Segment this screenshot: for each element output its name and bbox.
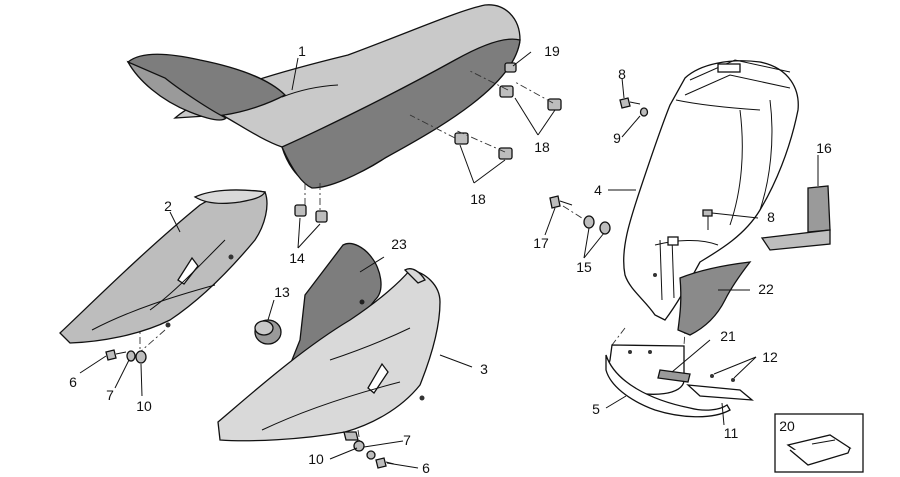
callout-22: 22 xyxy=(758,281,774,297)
cover-part-22 xyxy=(677,261,752,336)
callout-labels: 1 2 3 4 5 6 6 7 7 8 8 9 10 10 11 12 13 1… xyxy=(69,43,832,476)
callout-12: 12 xyxy=(762,349,778,365)
callout-14: 14 xyxy=(289,250,305,266)
fastener-set-fender xyxy=(549,97,713,235)
callout-8-top: 8 xyxy=(618,66,626,82)
callout-3: 3 xyxy=(480,361,488,377)
callout-8-right: 8 xyxy=(767,209,775,225)
callout-7-bottom: 7 xyxy=(403,432,411,448)
seat-part-1 xyxy=(126,4,521,189)
callout-16: 16 xyxy=(816,140,832,156)
rear-fender-part-4 xyxy=(623,59,799,321)
callout-10-bottom: 10 xyxy=(308,451,324,467)
plug-part-13 xyxy=(254,319,282,345)
callout-17: 17 xyxy=(533,235,549,251)
fastener-set-left xyxy=(105,349,147,364)
callout-6-left: 6 xyxy=(69,374,77,390)
callout-18-top: 18 xyxy=(534,139,550,155)
callout-5: 5 xyxy=(592,401,600,417)
callout-4: 4 xyxy=(594,182,602,198)
plate-part-11 xyxy=(686,374,754,401)
callout-20: 20 xyxy=(779,418,795,434)
callout-7-left: 7 xyxy=(106,387,114,403)
callout-9: 9 xyxy=(613,130,621,146)
callout-1: 1 xyxy=(298,43,306,59)
fastener-set-bottom xyxy=(353,440,395,469)
callout-10-left: 10 xyxy=(136,398,152,414)
callout-18-bottom: 18 xyxy=(470,191,486,207)
callout-21: 21 xyxy=(720,328,736,344)
bracket-part-16 xyxy=(760,185,831,251)
grommet-set-14 xyxy=(294,204,328,223)
left-side-panel-part-2 xyxy=(59,189,268,344)
callout-19: 19 xyxy=(544,43,560,59)
mudguard-part-5 xyxy=(605,344,731,418)
callout-23: 23 xyxy=(391,236,407,252)
leader-lines xyxy=(79,51,819,469)
callout-6-bottom: 6 xyxy=(422,460,430,476)
right-side-panel-part-3 xyxy=(217,268,441,442)
callout-2: 2 xyxy=(164,198,172,214)
callout-11: 11 xyxy=(724,425,739,441)
callout-13: 13 xyxy=(274,284,290,300)
inset-box-part-20 xyxy=(774,413,864,473)
bracket-part-21 xyxy=(657,369,691,383)
callout-15: 15 xyxy=(576,259,592,275)
